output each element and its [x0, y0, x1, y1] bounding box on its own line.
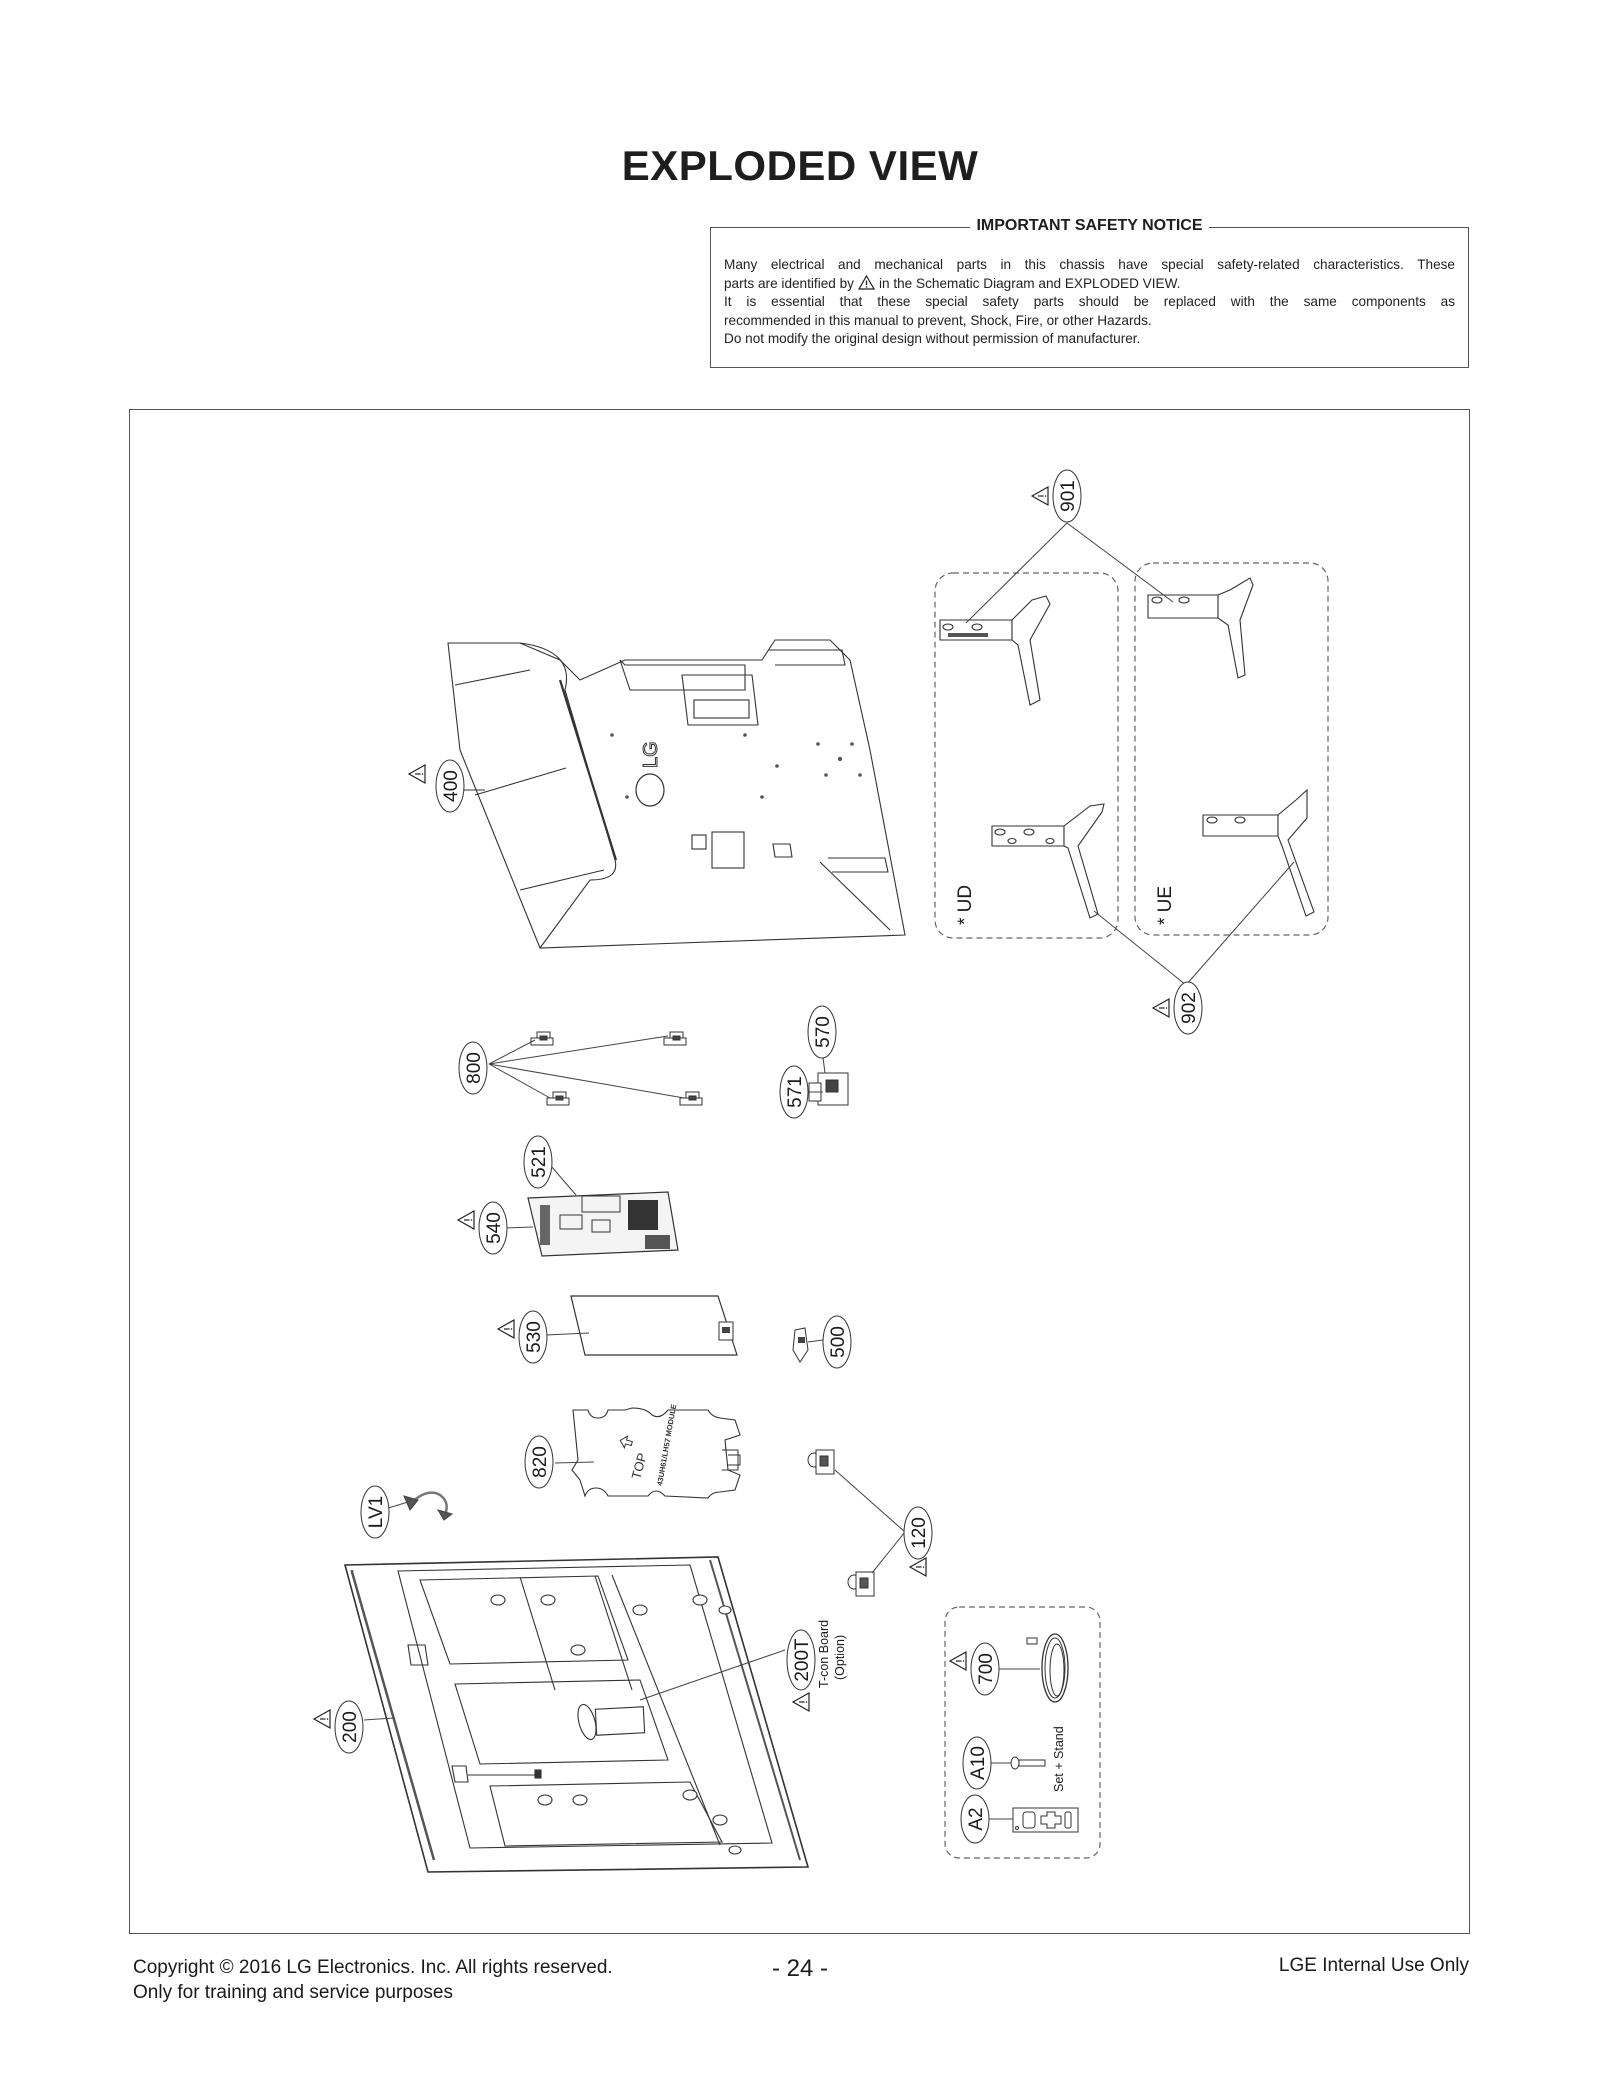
warning-triangle-icon: [497, 1319, 515, 1339]
stand-base-ud: [991, 803, 1105, 919]
back-cover-400: [447, 639, 906, 949]
remote-a2: [988, 1807, 1079, 1833]
svg-text:LG: LG: [640, 741, 662, 768]
callout-500[interactable]: 500: [822, 1315, 852, 1369]
variant-ud-label: * UD: [955, 885, 976, 925]
callout-540[interactable]: 540: [457, 1201, 508, 1255]
callout-820[interactable]: 820: [524, 1435, 554, 1489]
notice-line-5: Do not modify the original design withou…: [724, 331, 1141, 347]
callout-902[interactable]: 902: [1152, 981, 1203, 1035]
lg-logo: LG: [635, 741, 665, 807]
svg-text:901: 901: [1058, 480, 1079, 512]
stand-neck-ue: [1147, 577, 1254, 679]
notice-line-3: It is essential that these special safet…: [724, 294, 1455, 310]
svg-text:570: 570: [813, 1016, 834, 1048]
svg-text:200: 200: [340, 1711, 361, 1743]
svg-text:120: 120: [909, 1517, 930, 1549]
screw-a10: [990, 1756, 1046, 1770]
brackets-800: [530, 1031, 703, 1106]
ir-board-500: [792, 1327, 824, 1363]
variant-ud-box: [934, 572, 1119, 939]
callout-571[interactable]: 571: [779, 1065, 809, 1119]
main-board-540: [505, 1165, 679, 1257]
accessories-box: [944, 1606, 1101, 1859]
warning-triangle-icon: [857, 274, 875, 290]
svg-text:LV1: LV1: [366, 1496, 387, 1528]
svg-text:A2: A2: [966, 1807, 987, 1830]
stand-neck-ud: [939, 595, 1051, 706]
page-title: EXPLODED VIEW: [621, 142, 979, 189]
speakers-120: [807, 1449, 906, 1597]
stand-base-ue: [1202, 788, 1315, 917]
warning-triangle-icon: [1152, 998, 1170, 1018]
copyright-text: Copyright © 2016 LG Electronics. Inc. Al…: [133, 1957, 613, 1978]
safety-notice-body: Many electrical and mechanical parts in …: [724, 256, 1455, 349]
svg-text:TOP: TOP: [628, 1451, 649, 1480]
svg-text:200T: 200T: [792, 1638, 813, 1682]
variant-ue-box: [1134, 562, 1329, 936]
callout-120[interactable]: 120: [903, 1506, 933, 1577]
callout-200[interactable]: 200: [313, 1700, 364, 1754]
callout-lv1[interactable]: LV1: [360, 1485, 390, 1539]
callout-530[interactable]: 530: [497, 1310, 548, 1364]
joystick-570-571: [808, 1049, 849, 1106]
lcd-module-200: [343, 1556, 810, 1873]
notice-line-1: Many electrical and mechanical parts in …: [724, 257, 1455, 272]
insulator-sheet-820: TOP 43UH61/LH57 MODULE: [554, 1404, 741, 1499]
tcon-note-line1: T-con Board: [817, 1620, 831, 1688]
warning-triangle-icon: [909, 1557, 927, 1577]
svg-text:530: 530: [524, 1321, 545, 1353]
svg-text:521: 521: [529, 1146, 550, 1178]
accessory-note: Set + Stand: [1052, 1726, 1066, 1792]
power-board-530: [545, 1295, 738, 1356]
svg-text:902: 902: [1179, 992, 1200, 1024]
svg-text:700: 700: [976, 1653, 997, 1685]
exploded-view-frame: [129, 409, 1470, 1934]
purpose-text: Only for training and service purposes: [133, 1982, 453, 2003]
safety-notice-box: IMPORTANT SAFETY NOTICE Many electrical …: [710, 217, 1469, 368]
svg-text:820: 820: [530, 1446, 551, 1478]
callout-521[interactable]: 521: [523, 1135, 553, 1189]
warning-triangle-icon: [949, 1651, 967, 1671]
power-cord-700: [998, 1633, 1069, 1703]
svg-text:800: 800: [464, 1052, 485, 1084]
svg-text:571: 571: [785, 1076, 806, 1108]
svg-text:A10: A10: [968, 1746, 989, 1780]
callout-a10[interactable]: A10: [962, 1736, 992, 1790]
svg-text:500: 500: [828, 1326, 849, 1358]
callout-a2[interactable]: A2: [960, 1794, 990, 1844]
svg-text:540: 540: [484, 1212, 505, 1244]
warning-triangle-icon: [792, 1692, 810, 1712]
warning-triangle-icon: [313, 1709, 331, 1729]
warning-triangle-icon: [1031, 486, 1049, 506]
safety-notice-heading: IMPORTANT SAFETY NOTICE: [970, 217, 1209, 234]
warning-triangle-icon: [457, 1210, 475, 1230]
footer-left: Copyright © 2016 LG Electronics. Inc. Al…: [133, 1955, 613, 2005]
callout-800[interactable]: 800: [458, 1041, 488, 1095]
callout-570[interactable]: 570: [807, 1005, 837, 1059]
callout-700[interactable]: 700: [949, 1642, 1000, 1696]
classification-text: LGE Internal Use Only: [1278, 1955, 1469, 1976]
callout-200t[interactable]: 200T: [786, 1629, 816, 1712]
callout-400[interactable]: 400: [408, 759, 465, 813]
warning-triangle-icon: [408, 764, 426, 784]
page-number: - 24 -: [771, 1955, 828, 1982]
cable-lv1: [384, 1491, 454, 1521]
svg-text:400: 400: [441, 770, 462, 802]
variant-ue-label: * UE: [1155, 886, 1176, 925]
notice-line-4: recommended in this manual to prevent, S…: [724, 312, 1152, 328]
callout-901[interactable]: 901: [1031, 469, 1082, 523]
tcon-note-line2: (Option): [833, 1635, 847, 1680]
